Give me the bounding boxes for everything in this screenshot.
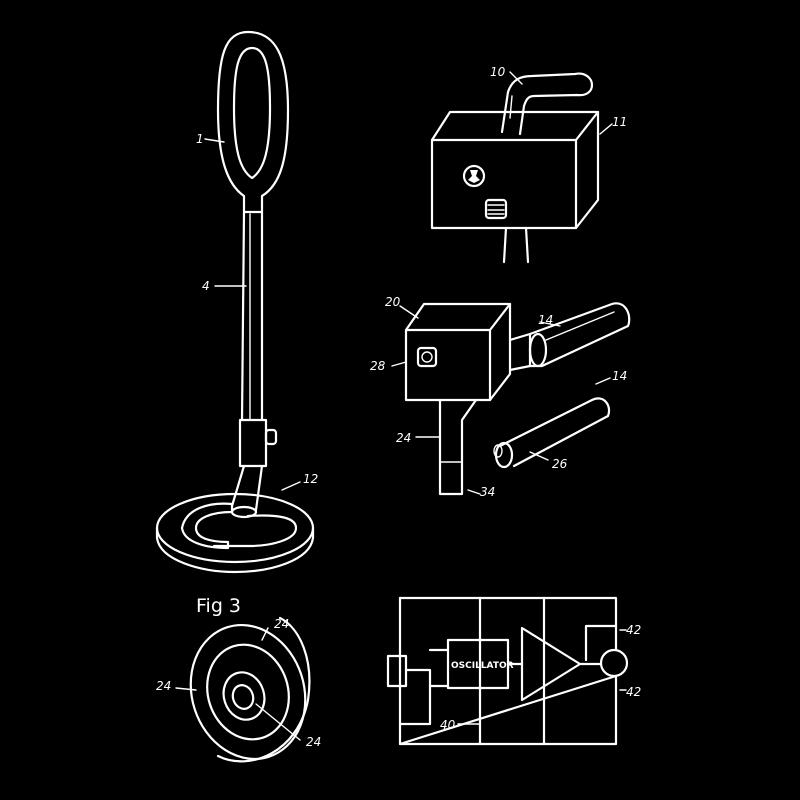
label-14-loose: 14: [612, 369, 627, 383]
label-28: 28: [370, 359, 386, 373]
label-14-top: 14: [538, 313, 553, 327]
label-34: 34: [480, 485, 495, 499]
label-26: 26: [552, 457, 568, 471]
label-24-outer-left: 24: [156, 679, 171, 693]
label-12: 12: [303, 472, 318, 486]
label-24-outer-top: 24: [274, 617, 289, 631]
label-20: 20: [385, 295, 401, 309]
label-42-bottom: 42: [626, 685, 641, 699]
coil-cross-section: [189, 616, 311, 763]
label-11: 11: [612, 115, 627, 129]
probe-assembly: [404, 302, 631, 496]
leader-34: [467, 489, 481, 495]
leader-11: [599, 123, 613, 135]
metal-detector: [155, 30, 315, 574]
leader-14a: [539, 321, 561, 327]
figure-title: Fig 3: [196, 595, 241, 617]
leader-24-top: [261, 627, 269, 641]
leader-10: [509, 71, 523, 85]
label-40: 40: [440, 718, 456, 732]
circuit-diagram: OSCILLATOR: [386, 596, 629, 746]
leader-14b: [595, 377, 611, 385]
leader-20: [399, 305, 419, 319]
detector-leaders: [204, 138, 301, 491]
leader-24-left: [175, 687, 197, 691]
label-1: 1: [196, 132, 204, 146]
label-4: 4: [202, 279, 210, 293]
label-10: 10: [490, 65, 506, 79]
label-24-stem: 24: [396, 431, 411, 445]
label-24-inner: 24: [306, 735, 321, 749]
control-box: [430, 72, 600, 264]
label-42-top: 42: [626, 623, 641, 637]
oscillator-label: OSCILLATOR: [451, 661, 514, 671]
leader-28: [391, 361, 407, 367]
leader-26: [529, 451, 549, 461]
leader-24-inner: [255, 703, 301, 741]
